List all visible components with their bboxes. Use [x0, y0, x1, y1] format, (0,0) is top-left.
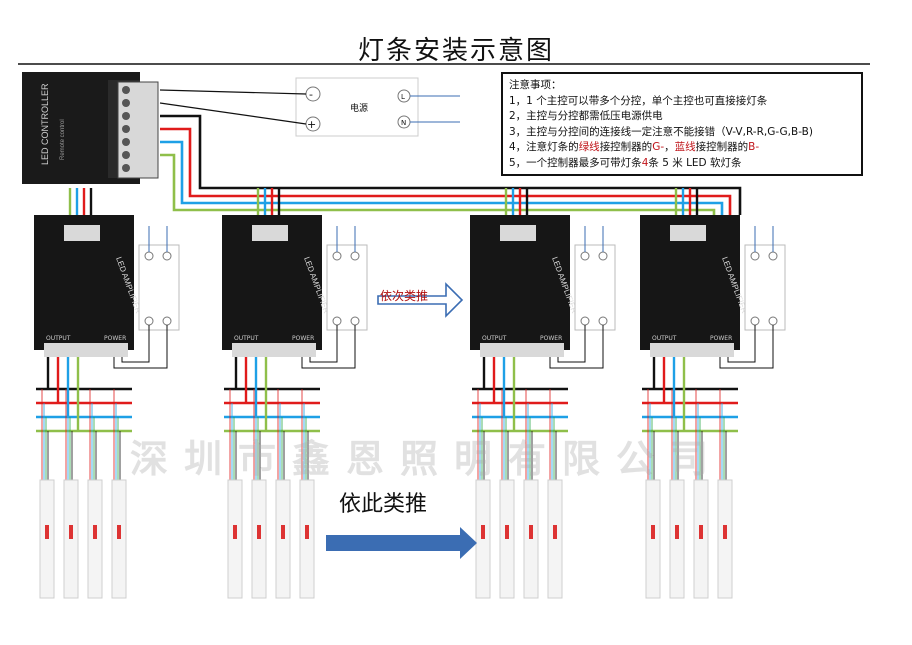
led-strip — [251, 389, 267, 599]
note-5: 5，一个控制器最多可带灯条4条 5 米 LED 软灯条 — [509, 156, 742, 169]
power-minus: - — [309, 88, 313, 101]
svg-text:POWER: POWER — [292, 335, 314, 342]
controller-label: LED CONTROLLER — [40, 83, 50, 165]
main-power-supply: - + L N 电源 — [159, 77, 460, 137]
power-plus: + — [307, 118, 316, 131]
flow-arrow-top — [377, 282, 464, 318]
svg-text:POWER: POWER — [104, 335, 126, 342]
led-strip — [299, 389, 315, 599]
sequence-label-small: 依次类推 — [380, 289, 429, 303]
note-4: 4，注意灯条的绿线接控制器的G-，蓝线接控制器的B- — [509, 141, 760, 153]
controller-remote: Remote control — [60, 119, 66, 160]
led-strip — [63, 389, 79, 599]
bus-wires — [160, 114, 742, 215]
power-L: L — [401, 93, 405, 101]
company-watermark: 深圳市鑫恩照明有限公司 — [130, 437, 725, 481]
power-label: 电源 — [350, 102, 368, 114]
page-title: 灯条安装示意图 — [357, 36, 554, 66]
svg-text:POWER: POWER — [540, 335, 562, 342]
svg-text:POWER: POWER — [710, 335, 732, 342]
led-controller: LED CONTROLLER Remote control — [22, 72, 159, 184]
led-strip — [275, 389, 291, 599]
led-strip — [111, 389, 127, 599]
svg-text:OUTPUT: OUTPUT — [652, 335, 677, 342]
led-strip — [499, 389, 515, 599]
sequence-label-big: 依此类推 — [339, 492, 428, 517]
led-strip — [87, 389, 103, 599]
led-strip — [523, 389, 539, 599]
led-strip — [475, 389, 491, 599]
svg-text:OUTPUT: OUTPUT — [46, 335, 71, 342]
svg-text:OUTPUT: OUTPUT — [482, 335, 507, 342]
led-strip — [645, 389, 661, 599]
svg-text:OUTPUT: OUTPUT — [234, 335, 259, 342]
led-strip — [39, 389, 55, 599]
note-3: 3，主控与分控间的连接线一定注意不能接错（V-V,R-R,G-G,B-B) — [509, 125, 813, 138]
power-N: N — [401, 119, 406, 127]
led-strip — [227, 389, 243, 599]
led-strip — [717, 389, 733, 599]
notes-box: 注意事项： 1，1 个主控可以带多个分控，单个主控也可直接接灯条 2，主控与分控… — [501, 72, 863, 176]
note-2: 2，主控与分控都需低压电源供电 — [509, 110, 663, 122]
note-1: 1，1 个主控可以带多个分控，单个主控也可直接接灯条 — [509, 94, 768, 107]
flow-arrow-bottom — [326, 527, 477, 559]
led-strip — [669, 389, 685, 599]
notes-heading: 注意事项： — [509, 79, 562, 91]
led-strip — [693, 389, 709, 599]
led-strip — [547, 389, 563, 599]
